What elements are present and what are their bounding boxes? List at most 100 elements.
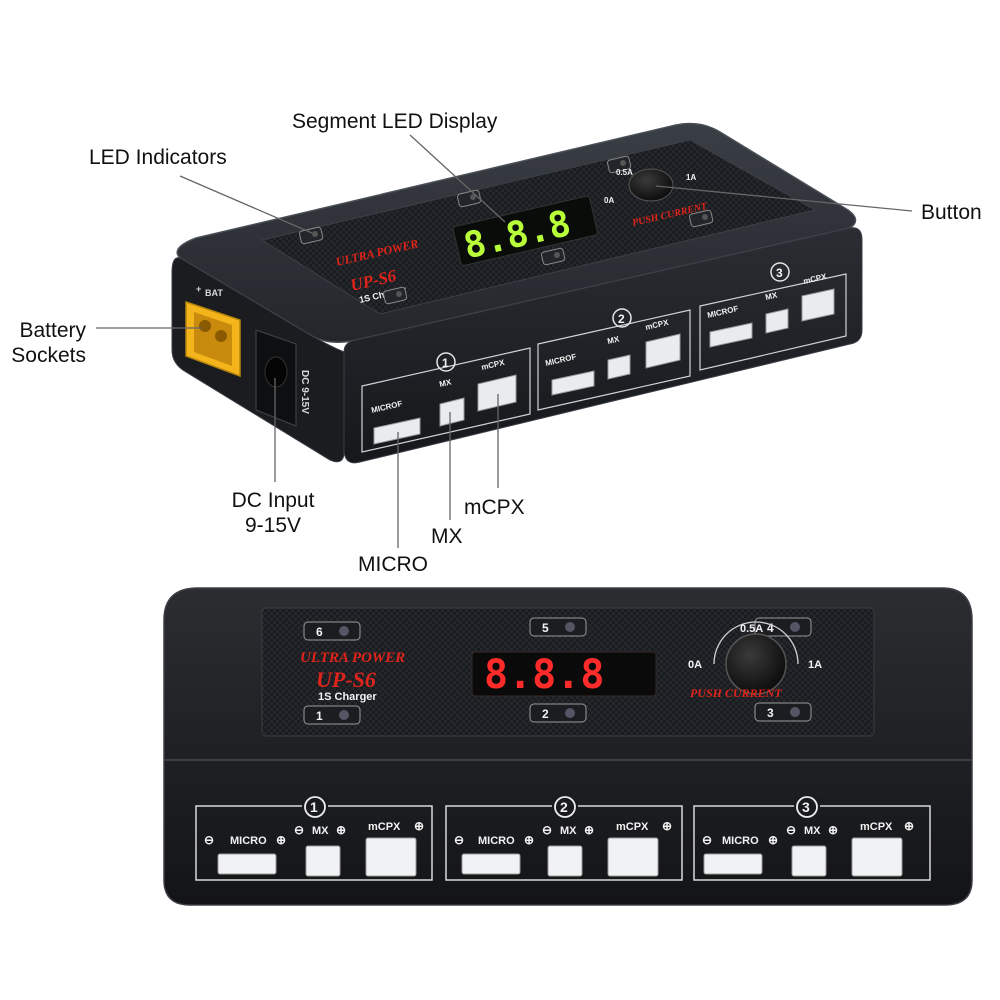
brand-logo: ULTRA POWER (300, 650, 405, 666)
current-05a-top: 0.5A (616, 168, 633, 177)
port-group-1-top: 1 MICROF MX mCPX (361, 347, 531, 453)
port-2-mcpx-socket[interactable] (607, 837, 659, 877)
port-2-micro-socket-top[interactable] (551, 370, 595, 396)
dc-input-jack[interactable]: DC 9-15V (255, 329, 310, 427)
led-indicator-1: 1 (303, 705, 361, 725)
leader-led-indicators (179, 175, 313, 234)
callout-dc-input: DC Input 9-15V (218, 488, 328, 538)
port-group-1: 1 ⊖ MICRO ⊕ ⊖ MX ⊕ mCPX ⊕ (195, 796, 433, 881)
port-2-mx-socket-top[interactable] (607, 354, 631, 380)
svg-text:⊕: ⊕ (276, 833, 286, 847)
callout-dc-line1: DC Input (231, 489, 315, 512)
leader-segment-display (409, 134, 506, 223)
port-3-mx-socket-top[interactable] (765, 308, 789, 334)
port-2-number: 2 (560, 799, 568, 815)
port-1-mx-socket-top[interactable] (439, 397, 465, 427)
callout-led-indicators: LED Indicators (89, 146, 227, 169)
svg-text:⊕: ⊕ (336, 823, 346, 837)
led-indicator-4-top (607, 155, 632, 174)
port-1-mcpx-socket[interactable] (365, 837, 417, 877)
battery-label: BAT (205, 288, 223, 298)
dc-label: DC 9-15V (299, 370, 310, 414)
led-indicator-6: 6 (303, 621, 361, 641)
port-3-mx-label: MX (804, 825, 821, 837)
led-indicator-3-top (689, 209, 714, 228)
port-3-mcpx-label: mCPX (860, 821, 893, 833)
model-name: UP-S6 (316, 667, 376, 692)
port-2-mx-socket[interactable] (547, 845, 583, 877)
port-2-micro-socket[interactable] (461, 853, 521, 875)
svg-text:2: 2 (542, 707, 549, 721)
port-3-number: 3 (802, 799, 810, 815)
leader-button (655, 185, 913, 212)
svg-text:⊕: ⊕ (828, 823, 838, 837)
callout-segment-led-display: Segment LED Display (292, 110, 498, 133)
svg-text:5: 5 (542, 621, 549, 635)
callout-dc-line2: 9-15V (244, 514, 302, 537)
port-3-mcpx-socket-top[interactable] (801, 288, 835, 322)
port-group-2-top: 2 MICROF MX mCPX (537, 308, 691, 411)
callout-battery-line1: Battery (19, 319, 86, 342)
svg-text:⊖: ⊖ (294, 823, 304, 837)
port-group-3: 3 ⊖ MICRO ⊕ ⊖ MX ⊕ mCPX ⊕ (693, 796, 931, 881)
model-subtitle: 1S Charger (318, 691, 377, 703)
port-3-mx-socket[interactable] (791, 845, 827, 877)
callout-mcpx: mCPX (464, 496, 525, 519)
svg-text:⊕: ⊕ (768, 833, 778, 847)
led-indicator-2: 2 (529, 703, 587, 723)
port-1-micro-socket-top[interactable] (373, 417, 421, 445)
svg-text:⊕: ⊕ (414, 819, 424, 833)
led-indicator-5: 5 (529, 617, 587, 637)
svg-text:4: 4 (767, 621, 774, 635)
port-1-micro-socket[interactable] (217, 853, 277, 875)
port-group-2: 2 ⊖ MICRO ⊕ ⊖ MX ⊕ mCPX ⊕ (445, 796, 683, 881)
callout-battery-sockets: Battery Sockets (0, 318, 86, 368)
current-0a: 0A (688, 659, 702, 671)
port-3-micro-socket[interactable] (703, 853, 763, 875)
port-3-mcpx-socket[interactable] (851, 837, 903, 877)
port-2-mcpx-socket-top[interactable] (645, 333, 681, 369)
port-2-micro-label: MICRO (478, 835, 515, 847)
port-1-mcpx-label: mCPX (368, 821, 401, 833)
port-2-mcpx-label: mCPX (616, 821, 649, 833)
svg-text:⊖: ⊖ (204, 833, 214, 847)
svg-text:⊕: ⊕ (662, 819, 672, 833)
port-1-mx-label: MX (312, 825, 329, 837)
charger-front-view: 6 5 4 1 2 3 ULTRA POWER (163, 587, 973, 906)
svg-text:+: + (196, 284, 201, 294)
led-indicator-1-top (383, 286, 408, 305)
port-3-micro-socket-top[interactable] (709, 322, 753, 348)
charger-front-face (343, 227, 863, 464)
port-1-number-top: 1 (442, 356, 449, 370)
current-button[interactable]: 0A 0.5A 1A PUSH CURRENT (688, 621, 822, 700)
callout-battery-line2: Sockets (11, 344, 86, 367)
led-indicator-6-top (299, 226, 324, 245)
led-indicator-3: 3 (754, 702, 812, 722)
current-1a-top: 1A (686, 173, 696, 182)
svg-text:⊖: ⊖ (542, 823, 552, 837)
port-2-number-top: 2 (618, 312, 625, 326)
port-2-mx-label: MX (560, 825, 577, 837)
port-2-mx-label-top: MX (606, 334, 620, 346)
port-1-mcpx-socket-top[interactable] (477, 374, 517, 412)
svg-text:⊖: ⊖ (454, 833, 464, 847)
svg-text:3: 3 (767, 706, 774, 720)
segment-led-display: 8.8.8 (471, 651, 657, 698)
callout-button: Button (921, 201, 982, 224)
callout-mx: MX (431, 525, 463, 548)
leader-lines (96, 134, 913, 548)
led-indicator-2-top (541, 247, 566, 266)
port-1-mx-label-top: MX (438, 377, 452, 389)
current-0a-top: 0A (604, 196, 614, 205)
port-1-number: 1 (310, 799, 318, 815)
port-1-micro-label: MICRO (230, 835, 267, 847)
current-05a: 0.5A (740, 623, 763, 635)
port-1-mx-socket[interactable] (305, 845, 341, 877)
charger-angled-view: + BAT DC 9-15V ULTRA POWER UP-S6 1S Char… (171, 122, 863, 464)
svg-text:⊕: ⊕ (904, 819, 914, 833)
port-3-mx-label-top: MX (764, 290, 778, 302)
svg-text:⊕: ⊕ (524, 833, 534, 847)
svg-text:6: 6 (316, 625, 323, 639)
battery-socket[interactable]: + BAT (185, 284, 241, 378)
